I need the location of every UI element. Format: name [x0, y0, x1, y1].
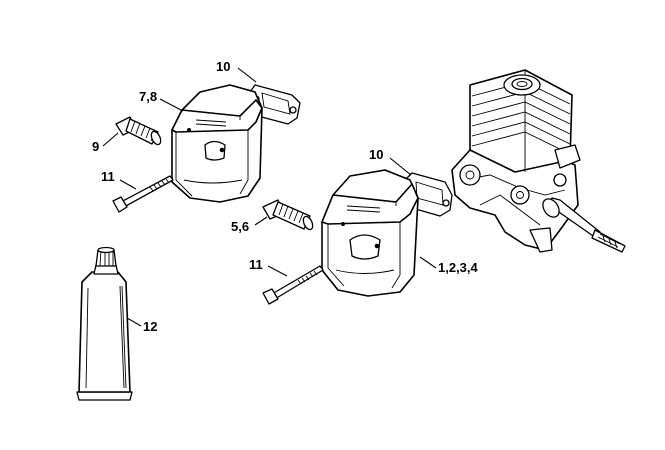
muffler-upper [171, 84, 263, 203]
muffler-lower [321, 169, 419, 297]
callout-11-upper: 11 [101, 169, 115, 184]
spark-arrestor-upper [115, 116, 162, 146]
callout-9: 9 [92, 139, 99, 154]
callout-1-2-3-4: 1,2,3,4 [438, 260, 479, 275]
grease-tube [76, 246, 133, 401]
callout-5-6: 5,6 [231, 219, 249, 234]
engine-assembly [451, 69, 626, 253]
callout-10-lower: 10 [369, 147, 383, 162]
callout-12: 12 [143, 319, 157, 334]
bolt-lower [262, 265, 324, 305]
leader-lines [102, 67, 437, 327]
callout-10-upper: 10 [216, 59, 230, 74]
callout-11-lower: 11 [249, 257, 263, 272]
bolt-upper [112, 175, 174, 213]
spark-arrestor-lower [262, 199, 314, 231]
callout-7-8: 7,8 [139, 89, 157, 104]
